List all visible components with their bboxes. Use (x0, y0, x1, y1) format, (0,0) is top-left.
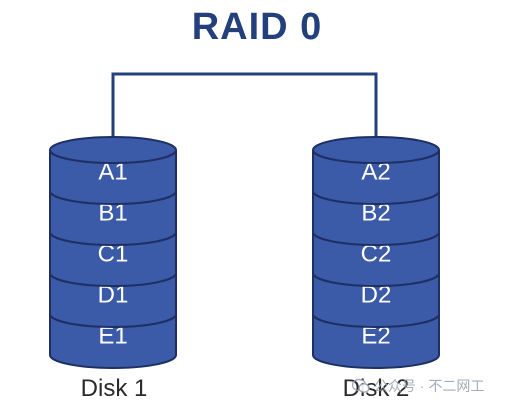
watermark: 公众号 · 不二网工 (351, 376, 502, 397)
wechat-icon (351, 378, 370, 397)
disk-1-label: Disk 1 (80, 375, 148, 402)
disk-1-top-cap (49, 136, 177, 164)
diagram-title: RAID 0 (191, 6, 323, 48)
disk-2-top-cap (312, 136, 440, 164)
watermark-text: 公众号 · 不二网工 (373, 378, 485, 394)
connector-line (111, 72, 378, 137)
